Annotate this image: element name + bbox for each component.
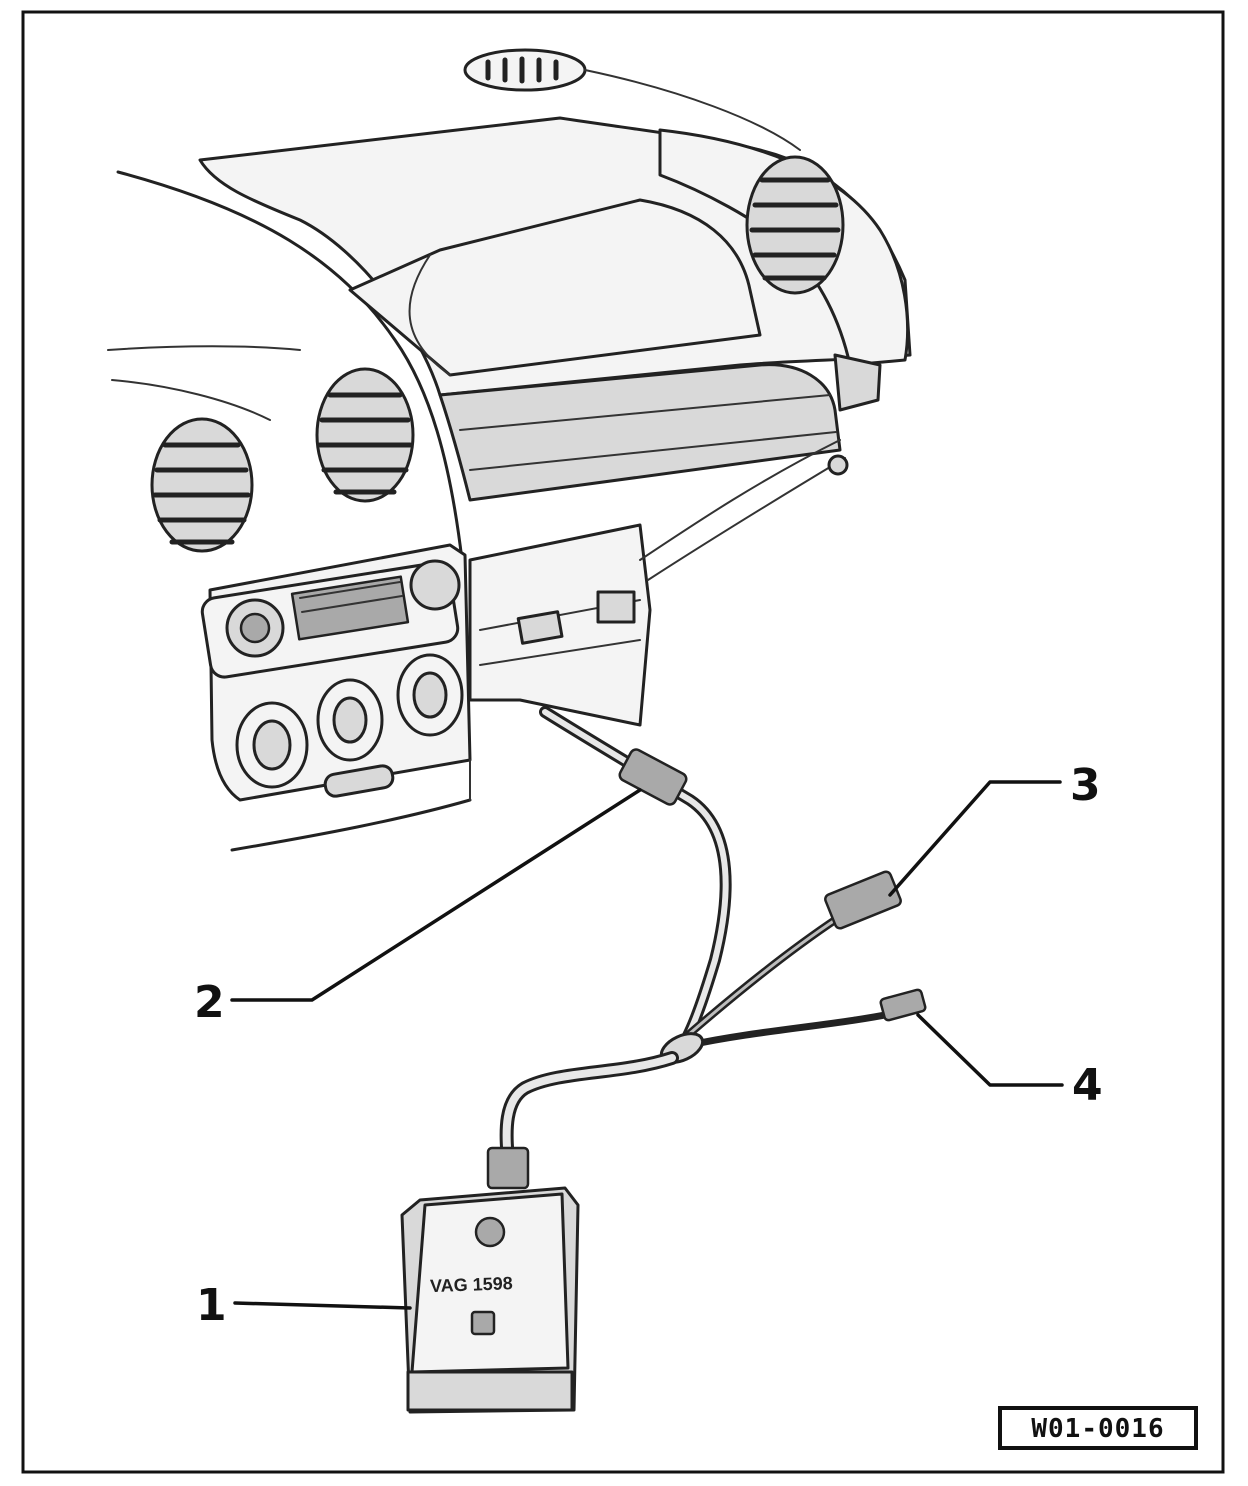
svg-text:4: 4 xyxy=(1072,1060,1103,1111)
reference-code: W01-0016 xyxy=(1031,1414,1164,1444)
callout-1: 1 xyxy=(196,1280,412,1331)
cable-assembly xyxy=(486,706,927,1190)
callout-3: 3 xyxy=(888,760,1101,897)
diagnostic-plug xyxy=(618,748,688,806)
tester-box: VAG 1598 xyxy=(400,1186,580,1414)
reference-code-box: W01-0016 xyxy=(998,1406,1198,1450)
tool-label: VAG 1598 xyxy=(430,1273,513,1296)
connector-4 xyxy=(879,988,927,1022)
callout-4: 4 xyxy=(916,1013,1103,1111)
callout-2: 2 xyxy=(194,788,642,1028)
svg-text:3: 3 xyxy=(1070,760,1101,811)
dashboard-illustration xyxy=(107,48,912,852)
svg-text:2: 2 xyxy=(194,977,225,1028)
svg-text:1: 1 xyxy=(196,1280,227,1331)
